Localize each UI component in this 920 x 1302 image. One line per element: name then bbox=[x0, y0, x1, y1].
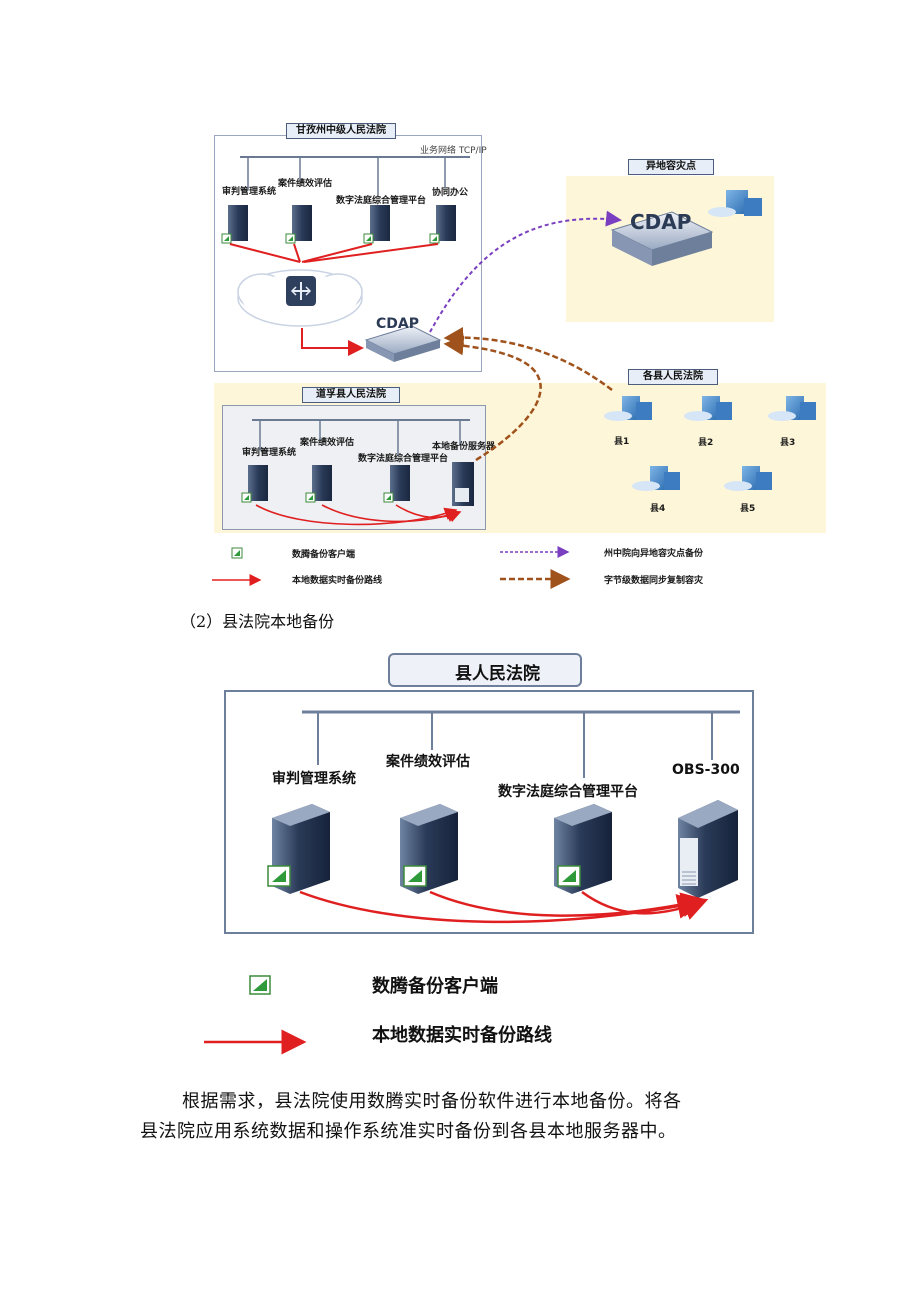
cdap-appliance-zhou bbox=[364, 325, 442, 362]
figure-2-title-tab bbox=[388, 653, 582, 687]
county-label-1: 县1 bbox=[614, 437, 630, 447]
zhou-server-2 bbox=[285, 205, 312, 244]
legend-remote-backup-label: 州中院向异地容灾点备份 bbox=[604, 549, 704, 559]
county-building-2 bbox=[684, 396, 732, 421]
zhou-court-region bbox=[214, 135, 482, 372]
zhou-court-title: 甘孜州中级人民法院 bbox=[286, 123, 396, 139]
zhou-system-label-4: 协同办公 bbox=[432, 188, 469, 198]
fig2-server-2 bbox=[400, 804, 458, 894]
figure-2-box bbox=[224, 690, 754, 934]
fig2-system-label-1: 审判管理系统 bbox=[272, 771, 356, 787]
daofu-server-2 bbox=[305, 465, 332, 503]
remote-site-title: 异地容灾点 bbox=[628, 159, 714, 175]
county-label-5: 县5 bbox=[740, 504, 756, 514]
daofu-system-label-1: 审判管理系统 bbox=[242, 448, 297, 458]
fig2-system-label-2: 案件绩效评估 bbox=[386, 754, 470, 770]
figure-1-graphics bbox=[212, 156, 816, 589]
daofu-court-title: 道孚县人民法院 bbox=[302, 387, 400, 403]
switch-icon bbox=[286, 276, 316, 306]
cdap-label-zhou: CDAP bbox=[376, 316, 419, 332]
cdap-appliance-remote bbox=[610, 211, 714, 266]
legend-client-icon bbox=[231, 547, 243, 559]
zhou-server-4 bbox=[429, 205, 456, 244]
county-building-3 bbox=[768, 396, 816, 421]
fig2-system-label-4: OBS-300 bbox=[672, 762, 740, 778]
county-label-3: 县3 bbox=[780, 438, 796, 448]
cdap-label-remote: CDAP bbox=[630, 210, 692, 234]
fig2-server-3 bbox=[554, 804, 612, 894]
county-label-2: 县2 bbox=[698, 438, 714, 448]
remote-building-icon bbox=[708, 190, 762, 217]
paragraph-line-1: 根据需求，县法院使用数腾实时备份软件进行本地备份。将各 bbox=[182, 1091, 682, 1112]
zhou-system-label-1: 审判管理系统 bbox=[222, 187, 277, 197]
daofu-system-label-4: 本地备份服务器 bbox=[432, 442, 496, 452]
daofu-server-3 bbox=[383, 465, 410, 503]
fig2-system-label-3: 数字法庭综合管理平台 bbox=[498, 784, 638, 800]
fig2-server-1 bbox=[267, 804, 330, 894]
fig2-legend-client-label: 数腾备份客户端 bbox=[372, 976, 498, 997]
network-label: 业务网络 TCP/IP bbox=[420, 146, 487, 156]
county-building-4 bbox=[632, 466, 680, 491]
county-label-4: 县4 bbox=[650, 504, 666, 514]
county-courts-title: 各县人民法院 bbox=[628, 369, 718, 385]
legend-client-label: 数腾备份客户端 bbox=[292, 550, 356, 560]
paragraph-line-2: 县法院应用系统数据和操作系统准实时备份到各县本地服务器中。 bbox=[140, 1121, 677, 1142]
daofu-system-label-3: 数字法庭综合管理平台 bbox=[358, 454, 449, 464]
legend-local-route-label: 本地数据实时备份路线 bbox=[292, 576, 383, 586]
fig2-obs-server bbox=[678, 800, 738, 898]
zhou-server-3 bbox=[363, 205, 390, 244]
daofu-backup-server bbox=[452, 462, 474, 506]
county-building-5 bbox=[724, 466, 772, 491]
figure-2-title: 县人民法院 bbox=[455, 664, 540, 684]
section-caption: （2）县法院本地备份 bbox=[180, 612, 335, 631]
county-building-1 bbox=[604, 396, 652, 421]
daofu-server-1 bbox=[241, 465, 268, 503]
zhou-server-1 bbox=[221, 205, 248, 244]
fig2-legend-client-icon bbox=[249, 975, 271, 995]
legend-byte-sync-label: 字节级数据同步复制容灾 bbox=[604, 576, 704, 586]
fig2-legend-route-label: 本地数据实时备份路线 bbox=[372, 1025, 552, 1046]
zhou-system-label-2: 案件绩效评估 bbox=[278, 179, 333, 189]
zhou-system-label-3: 数字法庭综合管理平台 bbox=[336, 196, 427, 206]
daofu-system-label-2: 案件绩效评估 bbox=[300, 438, 355, 448]
